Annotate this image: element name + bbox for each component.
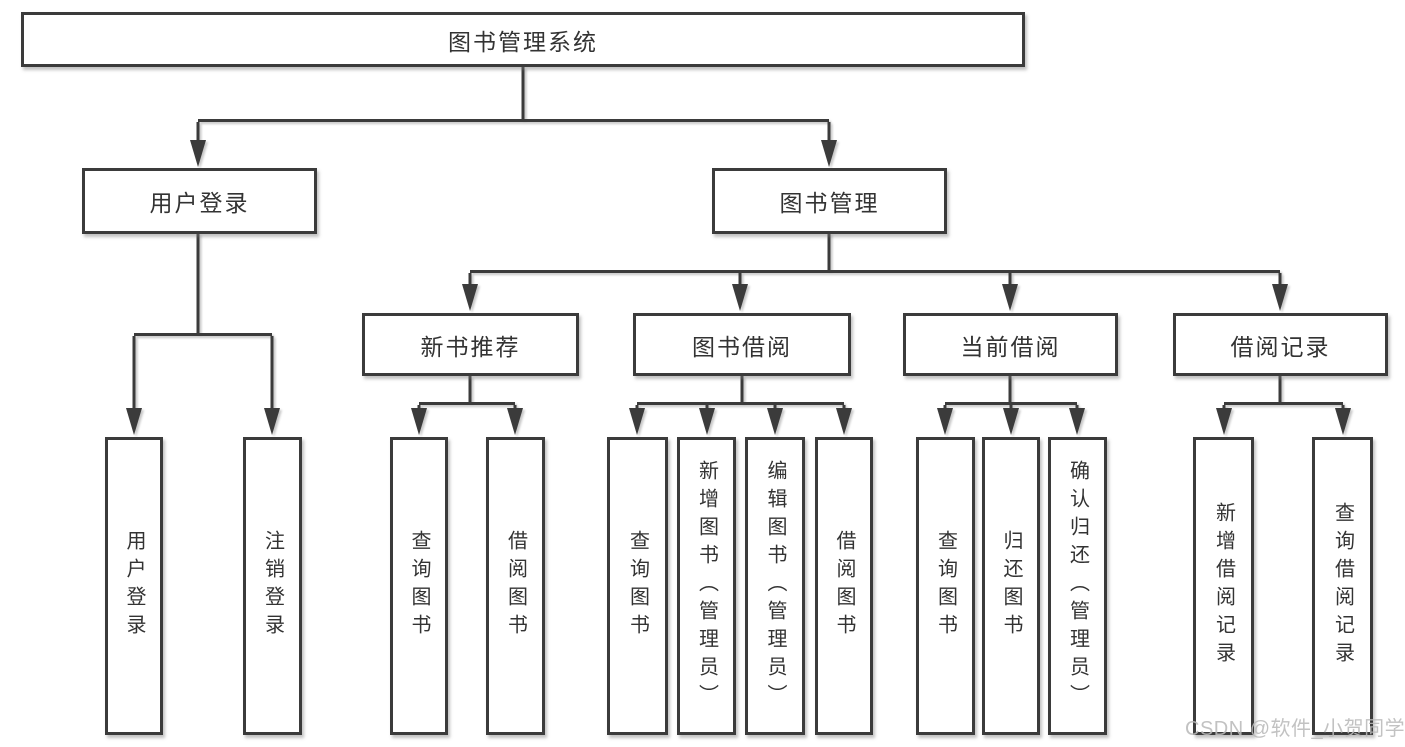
leaf-query-borrow-record-label: 查询借阅记录: [1331, 502, 1354, 670]
leaf-current-query-books-label: 查询图书: [934, 530, 957, 642]
leaf-user-login: 用户登录: [105, 437, 163, 735]
leaf-borrow-books: 借阅图书: [815, 437, 873, 735]
leaf-confirm-return-admin: 确认归还（管理员）: [1048, 437, 1107, 735]
leaf-borrow-query-books-label: 查询图书: [626, 530, 649, 642]
node-book-borrow-label: 图书借阅: [692, 333, 792, 360]
node-book-borrow: 图书借阅: [633, 313, 851, 376]
connector-book-management: [468, 233, 1282, 287]
connector-borrow-record: [1222, 376, 1345, 411]
leaf-borrow-query-books: 查询图书: [607, 437, 668, 735]
leaf-recommend-borrow-books: 借阅图书: [486, 437, 545, 735]
node-borrow-record: 借阅记录: [1173, 313, 1388, 376]
leaf-add-borrow-record: 新增借阅记录: [1193, 437, 1254, 735]
node-current-borrow-label: 当前借阅: [960, 333, 1061, 360]
node-new-book-recommend-label: 新书推荐: [420, 333, 521, 360]
node-book-management-label: 图书管理: [779, 190, 880, 216]
leaf-add-books-admin-label: 新增图书（管理员）: [695, 460, 718, 712]
connector-new-book-recommend: [417, 376, 517, 411]
leaf-recommend-query-books-label: 查询图书: [408, 530, 430, 642]
node-current-borrow: 当前借阅: [903, 313, 1118, 376]
connector-root: [196, 67, 831, 142]
connector-current-borrow: [943, 376, 1079, 411]
leaf-user-login-label: 用户登录: [123, 530, 145, 642]
node-borrow-record-label: 借阅记录: [1230, 333, 1331, 360]
connector-user-login: [132, 233, 274, 410]
leaf-logout-label: 注销登录: [261, 530, 284, 642]
arrowheads: [126, 140, 1351, 435]
leaf-edit-books-admin: 编辑图书（管理员）: [745, 437, 805, 735]
leaf-return-books-label: 归还图书: [1000, 530, 1022, 642]
leaf-logout: 注销登录: [243, 437, 302, 735]
node-user-login: 用户登录: [82, 168, 317, 234]
leaf-add-borrow-record-label: 新增借阅记录: [1212, 502, 1235, 670]
node-root-system: 图书管理系统: [21, 12, 1025, 67]
node-root-system-label: 图书管理系统: [448, 28, 598, 55]
leaf-return-books: 归还图书: [982, 437, 1040, 735]
leaf-recommend-borrow-books-label: 借阅图书: [504, 530, 527, 642]
leaf-confirm-return-admin-label: 确认归还（管理员）: [1066, 460, 1089, 712]
node-user-login-label: 用户登录: [149, 190, 250, 216]
leaf-query-borrow-record: 查询借阅记录: [1312, 437, 1373, 735]
csdn-watermark: CSDN @软件_小贺同学: [1185, 718, 1405, 740]
leaf-add-books-admin: 新增图书（管理员）: [677, 437, 736, 735]
node-book-management: 图书管理: [712, 168, 947, 234]
leaf-edit-books-admin-label: 编辑图书（管理员）: [764, 460, 786, 712]
leaf-current-query-books: 查询图书: [916, 437, 975, 735]
connector-book-borrow: [635, 376, 846, 411]
leaf-borrow-books-label: 借阅图书: [833, 530, 855, 642]
node-new-book-recommend: 新书推荐: [362, 313, 579, 376]
leaf-recommend-query-books: 查询图书: [390, 437, 448, 735]
